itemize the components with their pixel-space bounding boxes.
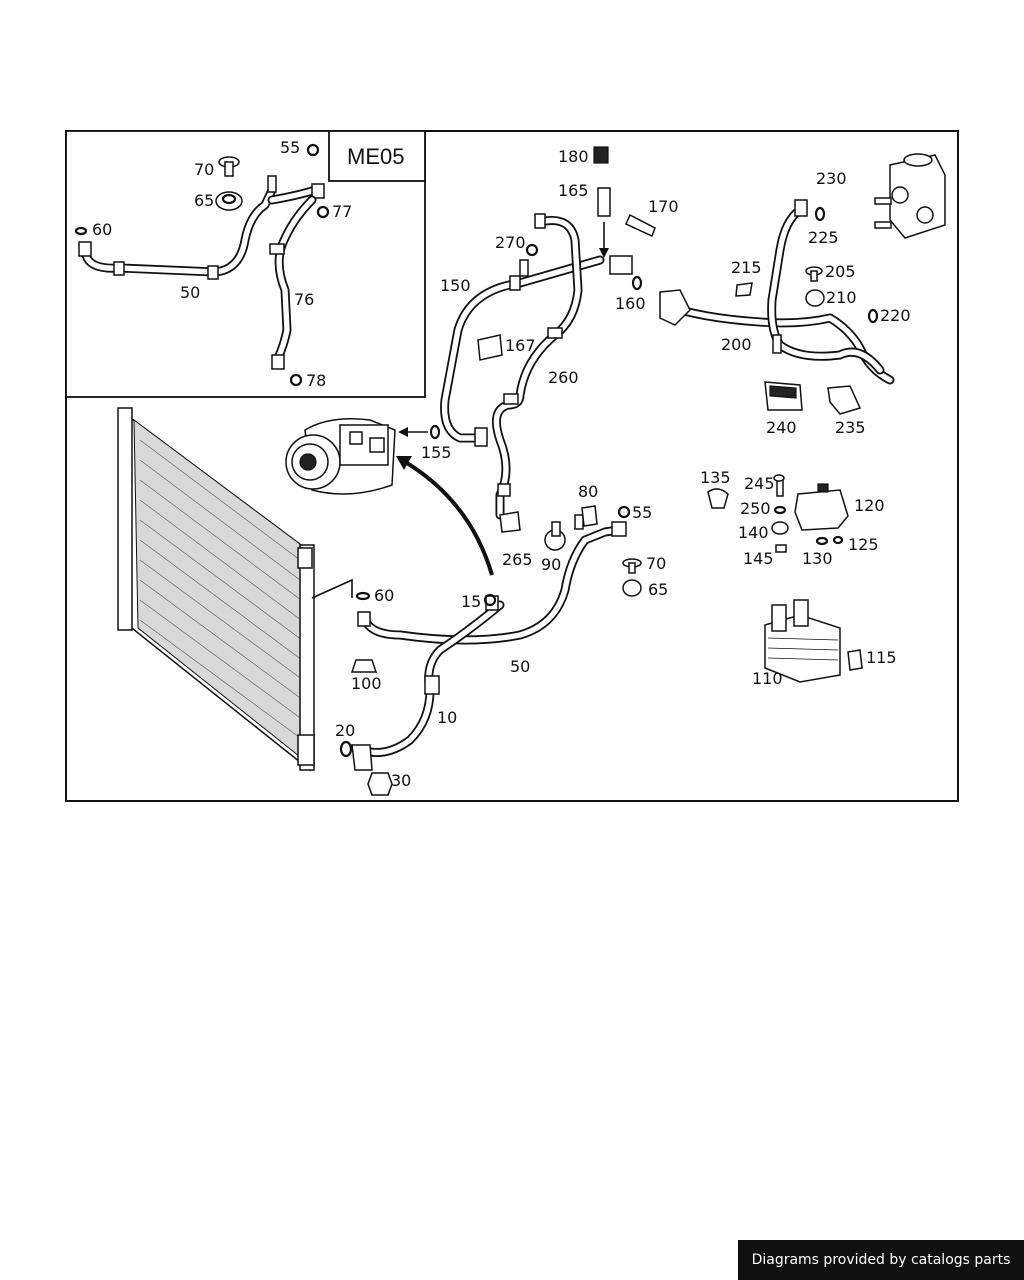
callout-235: 235 <box>835 418 866 437</box>
callout-140: 140 <box>738 523 769 542</box>
hose-150 <box>440 255 605 447</box>
inset-callout-50: 50 <box>180 283 200 302</box>
inset-callout-55: 55 <box>280 138 300 157</box>
condenser-fins <box>139 439 304 741</box>
callout-220: 220 <box>880 306 911 325</box>
callout-270: 270 <box>495 233 526 252</box>
callout-200: 200 <box>721 335 752 354</box>
inset-oring-77 <box>316 205 330 219</box>
callout-135: 135 <box>700 468 731 487</box>
inset-grommet-65 <box>215 191 243 211</box>
callout-115: 115 <box>866 648 897 667</box>
inset-title-box <box>328 130 426 182</box>
callout-150: 150 <box>440 276 471 295</box>
inset-oring-55 <box>306 143 320 157</box>
condenser <box>117 407 315 772</box>
callout-20: 20 <box>335 721 355 740</box>
inset-callout-70: 70 <box>194 160 214 179</box>
small-parts-right <box>735 206 879 415</box>
pressure-sensor-group <box>707 474 849 553</box>
hose-200 <box>659 199 895 385</box>
valve-170-area <box>477 146 656 533</box>
inset-callout-65: 65 <box>194 191 214 210</box>
callout-15: 15 <box>461 592 481 611</box>
callout-30: 30 <box>391 771 411 790</box>
callout-80: 80 <box>578 482 598 501</box>
inset-title: ME05 <box>347 144 404 169</box>
inset-hose-76 <box>269 195 317 370</box>
callout-50: 50 <box>510 657 530 676</box>
callout-120: 120 <box>854 496 885 515</box>
callout-60: 60 <box>374 586 394 605</box>
callout-55: 55 <box>632 503 652 522</box>
inset-me05: ME05 <box>65 130 426 398</box>
callout-210: 210 <box>826 288 857 307</box>
callout-145: 145 <box>743 549 774 568</box>
callout-240: 240 <box>766 418 797 437</box>
hose-260 <box>491 213 583 520</box>
oring-155 <box>429 424 441 440</box>
callout-215: 215 <box>731 258 762 277</box>
callout-110: 110 <box>752 669 783 688</box>
callout-65: 65 <box>648 580 668 599</box>
callout-230: 230 <box>816 169 847 188</box>
hose-10 <box>351 595 505 771</box>
callout-155: 155 <box>421 443 452 462</box>
callout-245: 245 <box>744 474 775 493</box>
credit-banner: Diagrams provided by catalogs parts <box>738 1240 1024 1280</box>
callout-205: 205 <box>825 262 856 281</box>
control-valve-110 <box>764 599 863 683</box>
leader-60 <box>311 578 353 599</box>
inset-oring-60 <box>74 226 88 236</box>
compressor <box>285 418 396 495</box>
inset-bolt-70 <box>218 156 240 177</box>
inset-callout-77: 77 <box>332 202 352 221</box>
callout-265: 265 <box>502 550 533 569</box>
callout-250: 250 <box>740 499 771 518</box>
inset-callout-76: 76 <box>294 290 314 309</box>
callout-10: 10 <box>437 708 457 727</box>
inset-callout-78: 78 <box>306 371 326 390</box>
small-parts-center <box>339 505 642 796</box>
callout-170: 170 <box>648 197 679 216</box>
callout-225: 225 <box>808 228 839 247</box>
callout-70: 70 <box>646 554 666 573</box>
inset-oring-78 <box>289 373 303 387</box>
callout-160: 160 <box>615 294 646 313</box>
callout-260: 260 <box>548 368 579 387</box>
callout-180: 180 <box>558 147 589 166</box>
callout-165: 165 <box>558 181 589 200</box>
callout-167: 167 <box>505 336 536 355</box>
diagram-frame <box>65 130 959 802</box>
callout-100: 100 <box>351 674 382 693</box>
callout-125: 125 <box>848 535 879 554</box>
callout-90: 90 <box>541 555 561 574</box>
inset-hose-50 <box>78 175 325 280</box>
inset-callout-60: 60 <box>92 220 112 239</box>
callout-130: 130 <box>802 549 833 568</box>
hose-50 <box>357 514 627 645</box>
expansion-valve <box>874 153 946 239</box>
arrow-compressor <box>400 458 494 576</box>
